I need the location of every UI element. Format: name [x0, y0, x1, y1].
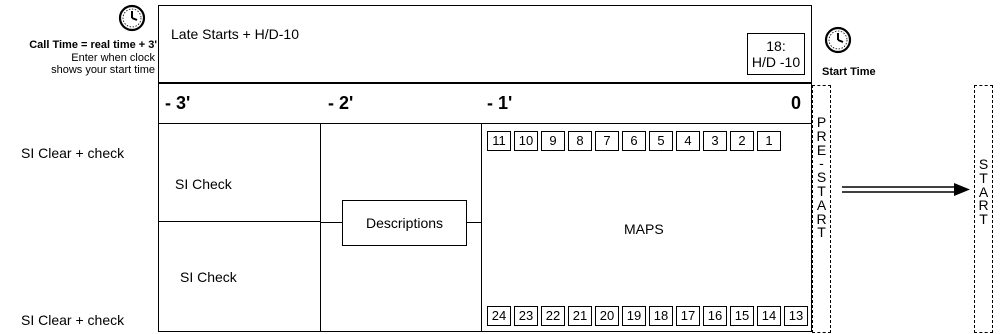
map-slot-1: 1	[757, 131, 781, 151]
pre-start-letter: E	[816, 141, 827, 158]
maps-label: MAPS	[624, 221, 664, 237]
map-slot-11: 11	[487, 131, 511, 151]
time-marker-minus-1: - 1'	[487, 93, 513, 113]
map-slot-2: 2	[730, 131, 754, 151]
map-slot-10: 10	[514, 131, 538, 151]
pre-start-letter: P	[816, 114, 827, 130]
start-column: S T A R T	[974, 85, 993, 333]
start-letter: T	[979, 169, 988, 186]
pre-start-letter: T	[817, 182, 826, 199]
map-slot-18: 18	[649, 306, 673, 326]
pre-start-letter: T	[817, 224, 826, 241]
map-slot-3: 3	[703, 131, 727, 151]
header-box: Late Starts + H/D-10 18: H/D -10	[158, 5, 812, 83]
main-grid	[158, 123, 812, 332]
map-slot-19: 19	[622, 306, 646, 326]
map-slot-6: 6	[622, 131, 646, 151]
badge-line1: 18:	[766, 38, 786, 54]
arrow-right-icon	[842, 183, 970, 196]
start-letter: A	[978, 183, 989, 200]
start-badge: 18: H/D -10	[747, 33, 805, 75]
pre-start-letter: S	[816, 169, 827, 186]
call-time-line1: Enter when clock	[71, 52, 155, 64]
pre-start-letter: R	[816, 210, 827, 227]
descriptions-box: Descriptions	[342, 200, 467, 246]
time-marker-minus-3: - 3'	[165, 93, 191, 113]
clock-icon	[118, 4, 146, 32]
map-slot-15: 15	[730, 306, 754, 326]
map-slot-9: 9	[541, 131, 565, 151]
pre-start-column: P R E - S T A R T	[812, 85, 831, 333]
start-letter: S	[978, 156, 989, 172]
start-clock-icon	[824, 26, 852, 54]
map-slot-4: 4	[676, 131, 700, 151]
map-slot-23: 23	[514, 306, 538, 326]
time-marker-bar: - 3' - 2' - 1' 0	[158, 83, 812, 124]
map-slot-24: 24	[487, 306, 511, 326]
pre-start-letter: R	[816, 127, 827, 144]
map-slot-13: 13	[784, 306, 808, 326]
map-slot-5: 5	[649, 131, 673, 151]
si-check-divider	[158, 221, 320, 222]
si-check-top: SI Check	[175, 176, 232, 192]
si-clear-label-bottom: SI Clear + check	[21, 312, 125, 328]
time-marker-minus-2: - 2'	[328, 93, 354, 113]
pre-start-letter: A	[816, 196, 827, 213]
map-slot-7: 7	[595, 131, 619, 151]
start-time-label: Start Time	[822, 66, 876, 78]
time-marker-zero: 0	[791, 93, 802, 113]
map-slot-21: 21	[568, 306, 592, 326]
badge-line2: H/D -10	[751, 54, 801, 70]
map-slot-22: 22	[541, 306, 565, 326]
column-divider-1	[481, 123, 482, 332]
map-slot-17: 17	[676, 306, 700, 326]
si-check-bottom: SI Check	[180, 269, 237, 285]
start-letter: T	[979, 211, 988, 228]
call-time-title: Call Time = real time + 3'	[29, 39, 157, 51]
start-letter: R	[978, 197, 989, 214]
pre-start-letter: -	[819, 155, 824, 172]
header-title: Late Starts + H/D-10	[171, 26, 300, 42]
call-time-line2: shows your start time	[51, 64, 155, 76]
si-clear-label-top: SI Clear + check	[21, 145, 125, 161]
map-slot-8: 8	[568, 131, 592, 151]
column-divider-2	[320, 123, 321, 332]
map-slot-16: 16	[703, 306, 727, 326]
map-slot-14: 14	[757, 306, 781, 326]
map-slot-20: 20	[595, 306, 619, 326]
